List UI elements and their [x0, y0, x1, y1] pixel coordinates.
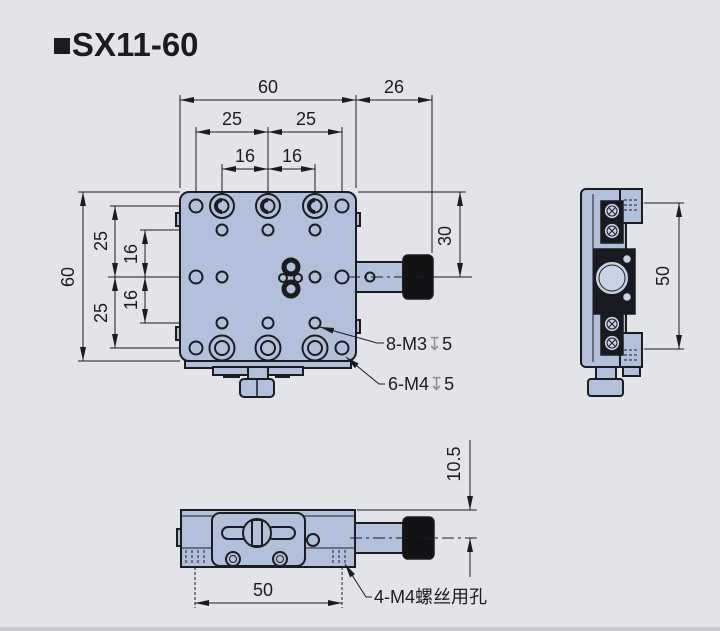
dim-inner-span-bottom: 16 — [121, 290, 141, 310]
front-bracket — [211, 512, 320, 567]
depth-symbol: ↧ — [429, 374, 444, 394]
thread-hatch — [624, 199, 639, 361]
label-mount-holes: 4-M4螺丝用孔 — [374, 587, 487, 607]
label-m4: 6-M4↧5 — [388, 374, 454, 394]
rail-foot — [622, 366, 641, 377]
side-view-dimension: 50 — [644, 202, 684, 350]
m4-holes-bottom — [208, 334, 329, 362]
front-knob-assembly — [350, 516, 477, 560]
mounting-holes — [188, 193, 350, 362]
dim-knob-axis: 30 — [435, 226, 455, 246]
m4-holes-top — [209, 193, 328, 219]
screws — [603, 202, 621, 352]
side-knob — [587, 366, 624, 397]
dim-inner-span-left: 16 — [235, 146, 255, 166]
dim-axis-offset: 10.5 — [444, 446, 464, 481]
dim-hole-span-bottom: 25 — [91, 303, 111, 323]
page-title: ■SX11-60 — [52, 26, 199, 63]
dim-width: 60 — [258, 77, 278, 97]
side-view: 50 — [580, 188, 684, 397]
mount-holes-label: 4-M4螺丝用孔 — [344, 563, 487, 607]
m3-holes — [215, 223, 322, 330]
axis-offset-dimension: 10.5 — [357, 440, 477, 577]
center-hole-cluster — [278, 257, 303, 299]
dim-hole-span-top: 25 — [91, 231, 111, 251]
dim-inner-span-top: 16 — [121, 244, 141, 264]
dim-mount-hole-span: 50 — [253, 580, 273, 600]
front-view: 10.5 50 4-M4螺丝用孔 — [176, 440, 487, 608]
mount-span-dimension: 50 — [194, 567, 343, 608]
dim-side-height: 50 — [653, 266, 673, 286]
page-edge-band — [0, 627, 720, 631]
dim-hole-span-left: 25 — [222, 109, 242, 129]
y-axis-knob — [239, 378, 275, 398]
edge-holes — [188, 198, 350, 356]
dim-knob-extension: 26 — [384, 77, 404, 97]
label-m3: 8-M3↧5 — [386, 334, 452, 354]
thread-labels: 8-M3↧5 6-M4↧5 — [319, 326, 454, 394]
carriage-bearing — [593, 248, 636, 315]
mount-hole-hatch — [185, 550, 346, 565]
dim-hole-span-right: 25 — [296, 109, 316, 129]
dim-inner-span-right: 16 — [282, 146, 302, 166]
x-knob-assembly — [348, 254, 472, 300]
dim-height: 60 — [58, 267, 78, 287]
top-view: 60 26 25 25 16 16 60 25 25 16 16 30 — [58, 77, 472, 398]
depth-symbol: ↧ — [427, 334, 442, 354]
top-view-dimensions: 60 26 25 25 16 16 60 25 25 16 16 30 — [58, 77, 463, 361]
